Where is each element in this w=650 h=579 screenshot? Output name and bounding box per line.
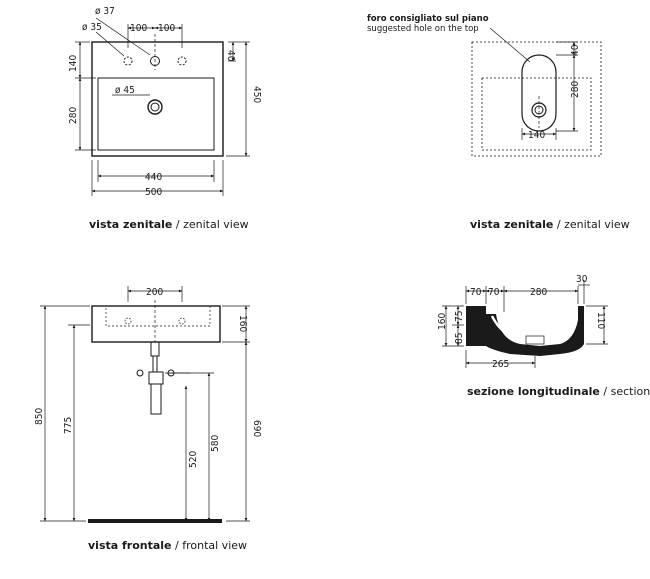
dim-br-85: 85 — [454, 333, 465, 344]
suggested-hole-view: 40 280 140 — [471, 27, 602, 157]
siphon — [150, 383, 162, 415]
caption-frontal: vista frontale / frontal view — [88, 539, 248, 552]
basin-bowl — [97, 77, 215, 151]
dim-500: 500 — [145, 187, 162, 198]
dim-100b: 100 — [158, 23, 175, 34]
longitudinal-section: 70 70 280 30 160 75 85 110 265 — [437, 274, 608, 370]
dim-br-70a: 70 — [470, 287, 482, 298]
dim-br-265: 265 — [492, 359, 509, 370]
note-suggested-hole: foro consigliato sul piano suggested hol… — [367, 14, 489, 34]
dim-bl-160: 160 — [237, 315, 248, 332]
dim-690: 690 — [251, 420, 262, 437]
dim-d35: ø 35 — [82, 22, 102, 33]
basin-front — [91, 305, 221, 343]
bowl-outline-dashed — [481, 77, 592, 151]
dim-br-30: 30 — [576, 274, 588, 285]
dim-520: 520 — [188, 451, 199, 468]
dim-775: 775 — [63, 417, 74, 434]
dim-440: 440 — [145, 172, 162, 183]
dim-br-280: 280 — [530, 287, 547, 298]
dim-450: 450 — [251, 86, 262, 103]
frontal-view: 200 160 850 775 520 580 690 — [34, 286, 262, 523]
dim-200: 200 — [146, 287, 163, 298]
caption-zenital-left: vista zenitale / zenital view — [89, 218, 249, 231]
dim-140-left: 140 — [68, 55, 79, 72]
top-outline-dashed — [471, 41, 602, 157]
dim-br-160: 160 — [437, 313, 448, 330]
basin-outline — [91, 41, 224, 157]
dim-tr-280: 280 — [570, 81, 581, 98]
tap-hole-right — [177, 56, 187, 66]
tap-hole-left — [123, 56, 133, 66]
dim-40-top: 40 — [225, 50, 236, 62]
dim-100a: 100 — [130, 23, 147, 34]
drain-inner — [150, 102, 160, 112]
caption-zenital-right: vista zenitale / zenital view — [470, 218, 630, 231]
dim-br-110: 110 — [595, 312, 606, 329]
floor — [88, 519, 222, 523]
dim-br-75: 75 — [454, 311, 465, 322]
section-profile — [466, 306, 584, 356]
caption-section: sezione longitudinale / section — [467, 385, 650, 398]
dim-280-left: 280 — [68, 107, 79, 124]
zenital-view-plan: ø 37 ø 35 100 100 40 140 280 450 ø 45 — [68, 6, 262, 198]
drain-hole-tr — [531, 102, 547, 118]
dim-850: 850 — [34, 408, 45, 425]
dim-tr-40: 40 — [570, 44, 581, 56]
hole-slot — [521, 54, 557, 132]
dim-d37: ø 37 — [95, 6, 115, 17]
dim-d45: ø 45 — [115, 85, 135, 96]
dim-br-70b: 70 — [488, 287, 500, 298]
dim-580: 580 — [210, 435, 221, 452]
drain-hole — [147, 99, 163, 115]
dim-tr-140: 140 — [528, 130, 545, 141]
